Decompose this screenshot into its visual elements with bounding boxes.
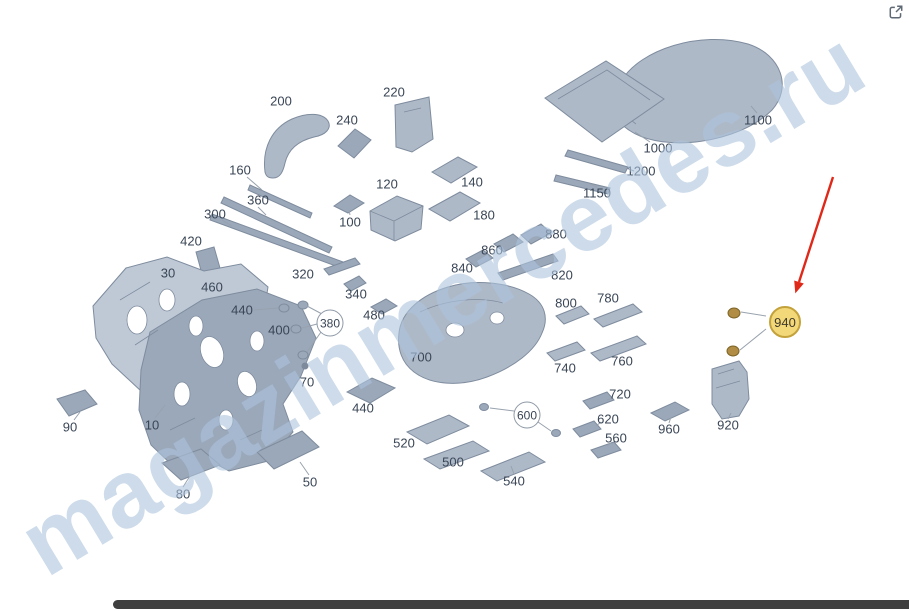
- part-label-820[interactable]: 820: [551, 267, 573, 283]
- part-label-10[interactable]: 10: [144, 417, 160, 433]
- part-label-740[interactable]: 740: [554, 360, 576, 376]
- part-label-120[interactable]: 120: [376, 176, 398, 192]
- leader-lines: [73, 105, 767, 488]
- part-shape-1150[interactable]: [553, 174, 611, 195]
- part-shape-880[interactable]: [520, 223, 552, 245]
- part-label-320[interactable]: 320: [292, 266, 314, 282]
- part-label-30[interactable]: 30: [160, 265, 176, 281]
- part-shape-180[interactable]: [427, 191, 482, 222]
- part-label-540[interactable]: 540: [503, 473, 525, 489]
- part-label-300[interactable]: 300: [204, 206, 226, 222]
- part-label-240[interactable]: 240: [336, 112, 358, 128]
- part-shape-860[interactable]: [493, 233, 524, 253]
- part-label-340[interactable]: 340: [345, 286, 367, 302]
- part-label-880[interactable]: 880: [545, 226, 567, 242]
- part-shape-100[interactable]: [333, 194, 365, 214]
- part-shape-10[interactable]: [92, 256, 317, 472]
- part-shape-620[interactable]: [572, 420, 602, 438]
- part-label-760[interactable]: 760: [611, 353, 633, 369]
- part-shape-220[interactable]: [394, 96, 434, 153]
- part-shape-440-clip[interactable]: [278, 303, 290, 313]
- part-shape-440b[interactable]: [345, 377, 397, 404]
- part-shape-120[interactable]: [369, 195, 424, 242]
- pointer-arrow: [794, 176, 835, 294]
- part-label-940[interactable]: 940: [769, 306, 801, 338]
- part-shape-800[interactable]: [555, 305, 590, 325]
- part-shape-240[interactable]: [337, 128, 372, 159]
- part-shape-160[interactable]: [247, 184, 313, 219]
- part-label-860[interactable]: 860: [481, 242, 503, 258]
- part-shape-760[interactable]: [590, 335, 647, 362]
- part-label-560[interactable]: 560: [605, 430, 627, 446]
- part-shape-80[interactable]: [161, 448, 221, 481]
- part-shape-70[interactable]: [301, 362, 309, 370]
- part-shape-500[interactable]: [422, 440, 491, 470]
- part-label-80[interactable]: 80: [175, 486, 191, 502]
- part-label-220[interactable]: 220: [383, 84, 405, 100]
- part-shape-1200[interactable]: [564, 149, 629, 174]
- part-shape-960[interactable]: [649, 401, 691, 422]
- part-label-920[interactable]: 920: [717, 417, 739, 433]
- part-label-440[interactable]: 440: [231, 302, 253, 318]
- part-shape-920[interactable]: [711, 360, 750, 420]
- part-label-400[interactable]: 400: [268, 322, 290, 338]
- part-shape-360[interactable]: [220, 196, 333, 254]
- part-shape-600-clips[interactable]: [479, 403, 561, 437]
- part-label-520[interactable]: 520: [393, 435, 415, 451]
- part-label-720[interactable]: 720: [609, 386, 631, 402]
- part-label-840[interactable]: 840: [451, 260, 473, 276]
- part-label-780[interactable]: 780: [597, 290, 619, 306]
- part-shape-540[interactable]: [479, 451, 547, 482]
- part-shape-520[interactable]: [405, 414, 471, 445]
- part-label-360[interactable]: 360: [247, 192, 269, 208]
- part-shape-480[interactable]: [370, 298, 398, 315]
- part-label-420[interactable]: 420: [180, 233, 202, 249]
- part-shape-820[interactable]: [497, 253, 559, 281]
- part-label-460[interactable]: 460: [201, 279, 223, 295]
- part-label-1100[interactable]: 1100: [744, 112, 772, 128]
- part-label-700[interactable]: 700: [410, 349, 432, 365]
- part-shape-840[interactable]: [465, 249, 494, 268]
- part-shape-140[interactable]: [431, 156, 479, 184]
- part-label-180[interactable]: 180: [473, 207, 495, 223]
- open-in-new-icon[interactable]: [888, 4, 904, 20]
- part-label-1200[interactable]: 1200: [626, 163, 656, 179]
- part-label-440[interactable]: 440: [352, 400, 374, 416]
- part-label-380[interactable]: 380: [316, 309, 344, 337]
- part-label-90[interactable]: 90: [62, 419, 78, 435]
- part-shape-320[interactable]: [323, 257, 361, 276]
- part-label-50[interactable]: 50: [302, 474, 318, 490]
- part-label-1150[interactable]: 1150: [583, 185, 611, 201]
- part-shape-700[interactable]: [398, 282, 546, 384]
- part-label-1000[interactable]: 1000: [643, 140, 673, 156]
- part-shape-560[interactable]: [590, 441, 622, 459]
- part-shape-740[interactable]: [546, 341, 586, 362]
- part-shape-50[interactable]: [256, 430, 320, 470]
- horizontal-scrollbar-thumb[interactable]: [113, 600, 909, 609]
- part-shape-90[interactable]: [56, 389, 98, 417]
- part-label-140[interactable]: 140: [461, 174, 483, 190]
- part-label-70[interactable]: 70: [299, 374, 315, 390]
- part-shape-400-clips[interactable]: [290, 300, 309, 360]
- part-label-960[interactable]: 960: [658, 421, 680, 437]
- part-shape-780[interactable]: [593, 303, 643, 328]
- part-shape-340[interactable]: [343, 275, 367, 292]
- part-label-800[interactable]: 800: [555, 295, 577, 311]
- part-shape-1000[interactable]: [544, 60, 665, 143]
- part-label-100[interactable]: 100: [339, 214, 361, 230]
- part-shape-940-clips[interactable]: [726, 307, 741, 357]
- part-label-600[interactable]: 600: [513, 401, 541, 429]
- part-shape-200[interactable]: [263, 113, 330, 179]
- part-label-620[interactable]: 620: [597, 411, 619, 427]
- part-shape-720[interactable]: [582, 391, 615, 410]
- part-label-200[interactable]: 200: [270, 93, 292, 109]
- part-label-500[interactable]: 500: [442, 454, 464, 470]
- part-label-480[interactable]: 480: [363, 307, 385, 323]
- part-label-160[interactable]: 160: [229, 162, 251, 178]
